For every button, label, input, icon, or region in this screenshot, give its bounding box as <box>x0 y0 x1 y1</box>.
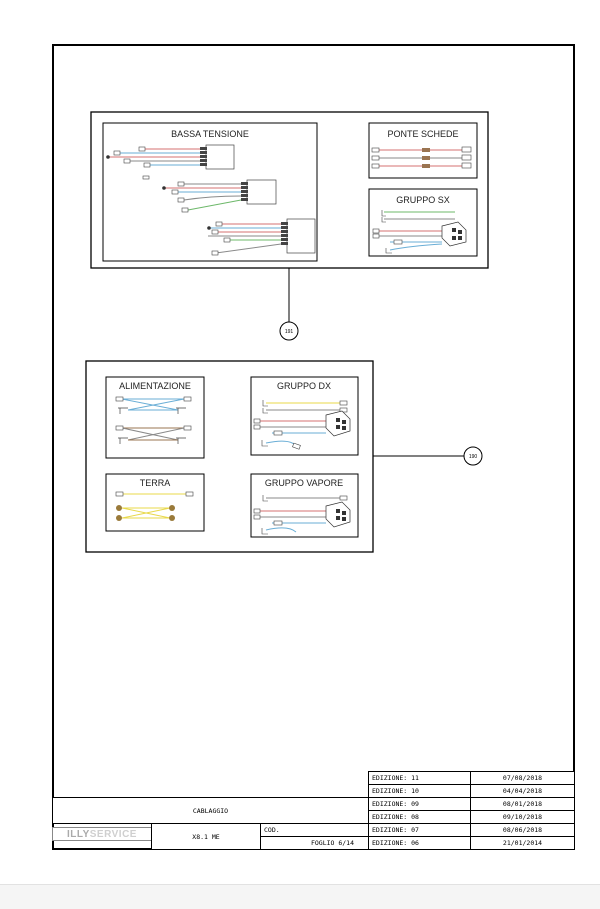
ponte-schede-panel: PONTE SCHEDE <box>368 122 478 179</box>
title-block: EDIZIONE: 11 07/08/2018 EDIZIONE: 10 04/… <box>52 771 575 850</box>
reference-number-190: 190 <box>469 454 478 460</box>
gruppo-sx-panel: GRUPPO SX <box>368 188 478 257</box>
terra-title: TERRA <box>140 478 171 488</box>
revision-date-1: 04/04/2018 <box>470 784 575 798</box>
gruppo-sx-title: GRUPPO SX <box>396 195 450 205</box>
revision-date-5: 21/01/2014 <box>470 836 575 850</box>
terra-panel: TERRA <box>105 473 205 532</box>
model-name: X8.1 ME <box>151 823 261 850</box>
revision-edition-3: EDIZIONE: 08 <box>368 810 471 824</box>
reference-number-191: 191 <box>285 329 294 335</box>
alimentazione-title: ALIMENTAZIONE <box>119 381 191 391</box>
revision-edition-1: EDIZIONE: 10 <box>368 784 471 798</box>
gruppo-dx-title: GRUPPO DX <box>277 381 331 391</box>
revision-edition-4: EDIZIONE: 07 <box>368 823 471 837</box>
revision-edition-5: EDIZIONE: 06 <box>368 836 471 850</box>
gruppo-vapore-panel: GRUPPO VAPORE <box>250 473 359 538</box>
gruppo-dx-panel: GRUPPO DX <box>250 376 359 456</box>
revision-edition-2: EDIZIONE: 09 <box>368 797 471 811</box>
logo-text-light: SERVICE <box>89 828 137 840</box>
alimentazione-panel: ALIMENTAZIONE <box>105 376 205 459</box>
revision-date-0: 07/08/2018 <box>470 771 575 785</box>
revision-edition-0: EDIZIONE: 11 <box>368 771 471 785</box>
drawing-description: CABLAGGIO <box>52 797 369 824</box>
viewer-bottom-bar <box>0 884 600 909</box>
bassa-tensione-title: BASSA TENSIONE <box>171 129 249 139</box>
ponte-schede-title: PONTE SCHEDE <box>387 129 458 139</box>
revision-date-4: 08/06/2018 <box>470 823 575 837</box>
sheet-number: FOGLIO 6/14 <box>260 836 369 850</box>
bassa-tensione-panel: BASSA TENSIONE <box>102 122 318 262</box>
logo-text-strong: ILLY <box>67 828 90 840</box>
revision-date-3: 09/10/2018 <box>470 810 575 824</box>
reference-bubble-190 <box>463 446 483 466</box>
reference-bubble-191 <box>279 321 299 341</box>
code-label: COD. <box>260 823 369 837</box>
revision-date-2: 08/01/2018 <box>470 797 575 811</box>
gruppo-vapore-title: GRUPPO VAPORE <box>265 478 343 488</box>
